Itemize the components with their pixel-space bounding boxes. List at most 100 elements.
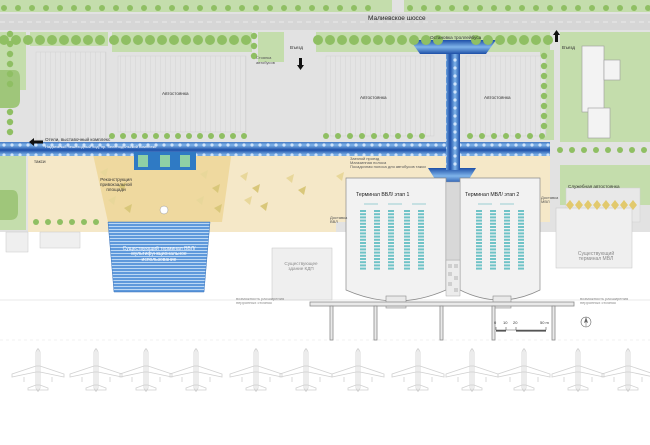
checkin-desk (374, 248, 380, 251)
checkin-desk (360, 242, 366, 244)
checkin-desk (360, 219, 366, 222)
tree-icon (479, 133, 485, 139)
checkin-desk (518, 219, 524, 222)
tree-icon (471, 35, 481, 45)
plaza-triangle (100, 168, 108, 177)
checkin-desk (388, 235, 394, 238)
delivery-vvl-line-2: ВВЛ (330, 219, 338, 225)
expansion-label-right: возможность расширения перронных стоянок (580, 296, 628, 306)
checkin-desk (404, 219, 410, 222)
tree-icon (281, 5, 287, 11)
checkin-desk (518, 232, 524, 235)
plaza-triangle (336, 172, 344, 181)
checkin-desk (518, 264, 524, 267)
tree-icon (109, 133, 115, 139)
checkin-desk (518, 251, 524, 254)
checkin-desk (388, 254, 394, 257)
tree-icon (491, 5, 497, 11)
traffic-notes: Заезной проезд Магазинная полоса Посадоч… (350, 156, 426, 170)
tree-icon (540, 112, 548, 120)
tree-icon (383, 133, 389, 139)
tree-icon (373, 35, 383, 45)
plaza-label-line-2: привокзальной (99, 181, 132, 187)
plaza-triangle (124, 204, 132, 213)
checkin-desk (360, 267, 366, 270)
scale-tick-20: 20 (513, 320, 518, 325)
delivery-vvl-line-1: Доставка (330, 215, 348, 220)
tree-icon (113, 5, 119, 11)
checkin-desk (418, 258, 424, 260)
tree-icon (109, 35, 119, 45)
checkin-desk (418, 264, 424, 267)
tree-icon (631, 5, 637, 11)
tree-icon (467, 133, 473, 139)
checkin-desk (374, 264, 380, 267)
terminal-vvl-label: Терминал ВВЛ/ этап 1 (356, 192, 410, 198)
expansion-left-line-2: перронных стоянок (236, 300, 272, 306)
tree-icon (540, 82, 548, 90)
checkin-desk (404, 238, 410, 241)
checkin-desk (490, 210, 496, 212)
plaza-reconstruction-label: Реконструкция привокзальной площади (96, 177, 136, 192)
checkin-desk (504, 251, 510, 254)
plaza-triangle (214, 204, 222, 213)
checkin-desk (388, 245, 394, 248)
checkin-desk (418, 216, 424, 219)
checkin-desk (418, 242, 424, 244)
tree-icon (569, 147, 575, 153)
arrow-left-icon (29, 138, 43, 146)
aircraft-icon (601, 348, 650, 392)
checkin-desk (374, 219, 380, 222)
tree-icon (540, 62, 548, 70)
checkin-desk (504, 222, 510, 225)
checkin-desk (404, 229, 410, 232)
checkin-desk (518, 245, 524, 248)
checkin-desk (418, 219, 424, 222)
scale-tick-50: 50 m (540, 320, 549, 325)
tree-icon (397, 35, 407, 45)
expansion-left-line-1: возможность расширения (236, 296, 285, 301)
checkin-desk (418, 248, 424, 251)
tree-icon (477, 5, 483, 11)
tree-icon (527, 133, 533, 139)
tree-icon (6, 128, 14, 136)
expansion-right-line-2: перронных стоянок (580, 300, 616, 306)
tree-icon (145, 35, 155, 45)
checkin-desk (374, 254, 380, 257)
checkin-desk (490, 251, 496, 254)
checkin-desk (388, 251, 394, 254)
tree-icon (250, 52, 258, 60)
tree-icon (23, 35, 33, 45)
tree-icon (540, 52, 548, 60)
checkin-desk (374, 213, 380, 216)
checkin-desk (418, 261, 424, 264)
tree-icon (395, 133, 401, 139)
checkin-desk (476, 248, 482, 251)
checkin-desk (418, 238, 424, 241)
tree-icon (337, 35, 347, 45)
checkin-desk (504, 264, 510, 267)
parking-label-a: Автостоянка (162, 91, 189, 96)
tree-icon (365, 5, 371, 11)
checkin-desk (360, 238, 366, 241)
aircraft-icon (11, 348, 65, 392)
checkin-desk (374, 251, 380, 254)
tree-icon (323, 133, 329, 139)
checkin-desk (490, 254, 496, 257)
tree-icon (186, 133, 192, 139)
tree-icon (505, 5, 511, 11)
plaza-triangle (298, 186, 306, 195)
tree-icon (629, 147, 635, 153)
taxi-label: такси (34, 159, 46, 164)
checkin-desk (360, 210, 366, 212)
checkin-desk (504, 213, 510, 216)
checkin-desk (418, 229, 424, 232)
existing-vvl-line-3: использование (141, 256, 177, 263)
tree-icon (540, 92, 548, 100)
checkin-desk (490, 229, 496, 232)
checkin-desk (418, 232, 424, 235)
tree-icon (561, 5, 567, 11)
tree-icon (371, 133, 377, 139)
tree-icon (617, 5, 623, 11)
trolleybus-stop-label: Остановка троллейбуса (430, 35, 482, 40)
